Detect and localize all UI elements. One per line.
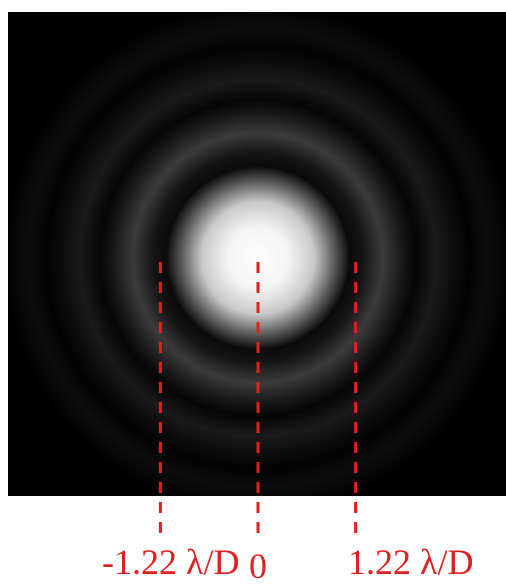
airy-disk-pattern (3, 3, 506, 513)
center-marker-label: 0 (249, 546, 267, 586)
left-marker-label: -1.22 λ/D (102, 542, 239, 582)
right-marker-label: 1.22 λ/D (348, 542, 473, 582)
